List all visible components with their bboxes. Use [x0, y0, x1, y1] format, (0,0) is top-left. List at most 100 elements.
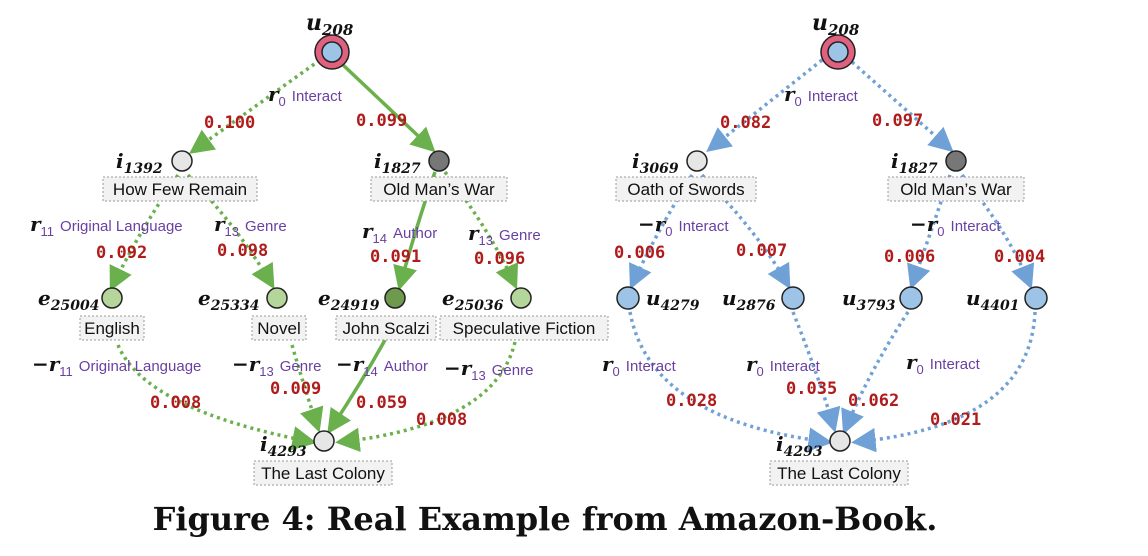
node-id-sub: 208	[321, 21, 354, 39]
edge-e25004-i4293	[116, 344, 317, 451]
node-id: u	[842, 286, 857, 310]
relation-symbol: −r	[32, 352, 61, 376]
node-id: i	[374, 149, 382, 173]
relation-text: Genre	[499, 227, 541, 244]
weight-e25334-i4293: 0.009	[270, 379, 321, 399]
relation-sub: 13	[259, 364, 273, 379]
node-user-u3793[interactable]	[899, 286, 923, 310]
svg-text:e25036: e25036	[442, 286, 504, 314]
node-label-oath-of-swords: Oath of Swords	[627, 180, 744, 199]
weight-r-u208-i3069: 0.082	[720, 113, 771, 133]
right-nodes: u208 i3069 Oath of Swords i1827 Old Man’…	[615, 10, 1048, 486]
node-label-the-last-colony: The Last Colony	[261, 464, 385, 483]
node-id: i	[891, 149, 899, 173]
edge-r-i3069-u2876	[700, 173, 791, 290]
relation-sub: 14	[373, 231, 387, 246]
relation-sub: 0	[795, 94, 802, 109]
label-box	[887, 176, 1025, 202]
node-id: e	[442, 286, 455, 310]
svg-text:e25334: e25334	[198, 286, 259, 314]
node-item-i1392[interactable]	[171, 150, 193, 172]
node-user-u208-right[interactable]	[820, 34, 856, 70]
relation-text: Author	[384, 358, 428, 375]
edge-u208-i1827	[340, 62, 436, 153]
relation-text: Author	[393, 225, 437, 242]
weight-r-u4401-i4293: 0.021	[930, 410, 981, 430]
node-item-i1827-right[interactable]	[945, 150, 967, 172]
node-entity-e25004[interactable]	[101, 287, 123, 309]
relation-symbol: −r	[336, 352, 365, 376]
weight-r-i3069-u4279: 0.006	[614, 243, 665, 263]
node-user-u4401[interactable]	[1024, 286, 1048, 310]
weight-r-u2876-i4293: 0.035	[786, 379, 837, 399]
node-id-sub: 2876	[736, 298, 776, 314]
node-entity-e25036[interactable]	[510, 287, 532, 309]
label-box	[251, 315, 307, 341]
node-entity-e24919[interactable]	[384, 287, 406, 309]
node-user-u4279[interactable]	[616, 286, 640, 310]
svg-text:i4293: i4293	[776, 432, 823, 460]
edge-e24919-i4293	[327, 339, 387, 435]
weight-r-i1827-u4401: 0.004	[994, 247, 1045, 267]
node-id-sub: 4293	[268, 444, 307, 460]
node-label-old-mans-war-right: Old Man’s War	[900, 180, 1012, 199]
weight-u208-i1392: 0.100	[204, 113, 255, 133]
weight-i1827-e24919: 0.091	[370, 247, 421, 267]
weight-i1827-e25036: 0.096	[474, 249, 525, 269]
node-id: u	[646, 286, 661, 310]
relation-text: Original Language	[60, 218, 183, 235]
node-id: i	[776, 432, 784, 456]
node-item-i4293-right[interactable]	[829, 430, 851, 452]
edge-r-u2876-i4293	[791, 311, 841, 433]
relation-symbol: r	[602, 352, 614, 376]
node-id-sub: 25004	[50, 298, 100, 314]
relation-symbol: r	[362, 219, 374, 243]
node-item-i4293[interactable]	[313, 430, 335, 452]
relation-text: Interact	[770, 358, 821, 375]
node-item-i1827[interactable]	[428, 150, 450, 172]
node-user-u208[interactable]	[314, 34, 350, 70]
node-label-english: English	[84, 319, 140, 338]
relation-text: Interact	[951, 218, 1002, 235]
relation-text: Genre	[492, 362, 534, 379]
svg-text:u208: u208	[812, 10, 860, 39]
node-id-sub: 4279	[661, 298, 700, 314]
relation-sub: 0	[279, 94, 286, 109]
node-item-i3069[interactable]	[686, 150, 708, 172]
node-label-speculative-fiction: Speculative Fiction	[453, 319, 596, 338]
svg-text:i1827: i1827	[891, 149, 938, 177]
relation-symbol: r	[746, 352, 758, 376]
weight-r-i3069-u2876: 0.007	[736, 241, 787, 261]
relation-sub: 0	[937, 224, 944, 239]
relation-sub: 14	[363, 364, 377, 379]
relation-text: Genre	[280, 358, 322, 375]
node-id-sub: 24919	[330, 298, 380, 314]
node-entity-e25334[interactable]	[266, 287, 288, 309]
node-id-sub: 1827	[899, 161, 938, 177]
relation-sub: 0	[917, 362, 924, 377]
figure-caption: Figure 4: Real Example from Amazon-Book.	[152, 500, 938, 538]
svg-text:u208: u208	[306, 10, 354, 39]
relation-symbol: r	[214, 212, 226, 236]
label-box	[370, 176, 508, 202]
svg-text:i1392: i1392	[116, 149, 163, 177]
node-id-sub: 4401	[981, 298, 1020, 314]
svg-text:u4279: u4279	[646, 286, 700, 314]
node-id-sub: 208	[827, 21, 860, 39]
node-user-u2876[interactable]	[781, 286, 805, 310]
relation-sub: 0	[757, 364, 764, 379]
relation-symbol: r	[906, 350, 918, 374]
weight-r-u4279-i4293: 0.028	[666, 391, 717, 411]
svg-text:u2876: u2876	[722, 286, 776, 314]
node-id-sub: 3069	[640, 161, 679, 177]
node-id: u	[722, 286, 737, 310]
label-box	[769, 460, 909, 486]
weight-r-i1827-u3793: 0.006	[884, 247, 935, 267]
